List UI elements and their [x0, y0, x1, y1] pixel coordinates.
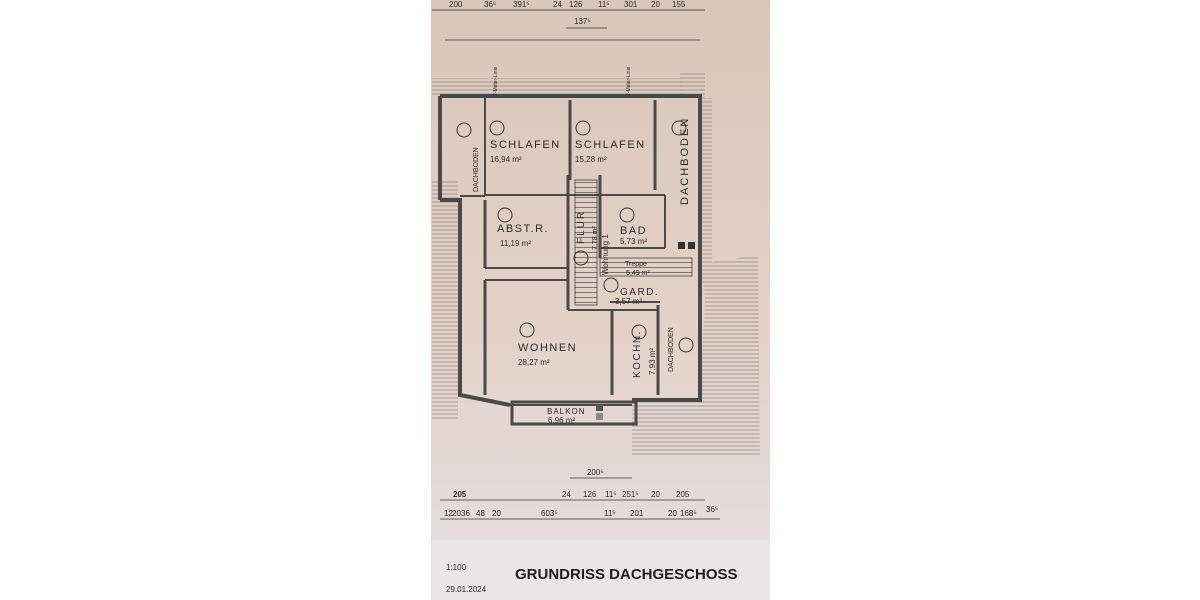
- roof-hatching: [432, 72, 760, 455]
- balcony: [510, 400, 638, 426]
- dim-bottom-19: 36⁵: [706, 505, 718, 514]
- dim-bottom-6: 251⁵: [622, 490, 639, 499]
- room-name-dachboden-right: DACHBODEN: [679, 117, 691, 205]
- dim-bottom-15: 11⁵: [604, 509, 616, 518]
- room-area-schlafen-right: 15,28 m²: [575, 155, 607, 164]
- stair-landing: [599, 257, 693, 277]
- room-area-balkon: 6,96 m²: [548, 416, 575, 425]
- dim-bottom-11: 36: [461, 509, 470, 518]
- meter-line-label-right: 2-Meter-Linie: [626, 66, 632, 96]
- room-area-wohnen: 28,27 m²: [518, 358, 550, 367]
- dim-bottom-12: 48: [476, 509, 485, 518]
- date-label: 29.01.2024: [446, 585, 487, 594]
- room-name-gard: GARD.: [620, 287, 659, 298]
- dim-bottom-18: 168⁵: [680, 509, 697, 518]
- dim-bottom-2: 205: [453, 490, 467, 499]
- stair-flight: [574, 179, 598, 306]
- room-name-schlafen-left: SCHLAFEN: [490, 139, 561, 151]
- dim-bottom-3: 24: [562, 490, 571, 499]
- balcony-marker: [596, 404, 603, 411]
- paper-bottom-band: [431, 540, 770, 600]
- dim-top-9: 155: [672, 0, 686, 9]
- page-title: GRUNDRISS DACHGESCHOSS: [515, 566, 738, 583]
- dim-top-2: 36⁵: [484, 0, 496, 9]
- room-area-flur: 7,78 m²: [592, 226, 599, 250]
- top-dimension-lines: [432, 9, 705, 41]
- room-name-balkon: BALKON: [547, 407, 585, 416]
- bottom-dimension-lines: [440, 477, 720, 520]
- dim-top-4: 24: [553, 0, 562, 9]
- dim-bottom-10: 20: [452, 509, 461, 518]
- room-area-treppe: 5,49 m²: [626, 270, 650, 277]
- dim-bottom-1: 200⁵: [587, 468, 604, 477]
- walls: [438, 94, 702, 407]
- dim-bottom-8: 205: [676, 490, 690, 499]
- room-name-treppe: Treppe: [625, 261, 647, 268]
- balcony-marker: [596, 413, 603, 420]
- room-name-dachboden-left: DACHBODEN: [473, 147, 480, 192]
- dim-top-5: 126: [569, 0, 583, 9]
- dim-bottom-14: 603⁵: [541, 509, 558, 518]
- dim-top-8: 20: [651, 0, 660, 9]
- room-name-abstr: ABST.R.: [497, 223, 549, 235]
- dim-bottom-5: 11⁵: [605, 490, 617, 499]
- room-area-kochn: 7,93 m²: [648, 348, 657, 375]
- chimney-square: [678, 242, 685, 249]
- meter-line-label-left: 2-Meter-Linie: [493, 66, 499, 96]
- scale-label: 1:100: [446, 563, 467, 572]
- room-name-bad: BAD: [620, 225, 647, 237]
- room-name-schlafen-right: SCHLAFEN: [575, 139, 646, 151]
- dim-top-7: 301: [624, 0, 638, 9]
- room-area-schlafen-left: 16,94 m²: [490, 155, 522, 164]
- room-markers: [456, 120, 694, 353]
- dim-top-10: 137⁵: [574, 17, 591, 26]
- dim-bottom-9: 12: [444, 509, 453, 518]
- wohnung-label: Wohnung 1: [601, 234, 610, 275]
- room-area-abstr: 11,19 m²: [500, 239, 531, 248]
- dim-top-3: 391⁵: [513, 0, 530, 9]
- room-name-kochn: KOCHN.: [632, 330, 643, 378]
- room-name-dachboden-kitchen: DACHBODEN: [668, 327, 675, 372]
- room-name-wohnen: WOHNEN: [518, 342, 577, 354]
- dim-top-6: 11⁵: [598, 0, 610, 9]
- room-name-flur: FLUR: [576, 210, 587, 244]
- dim-bottom-17: 20: [668, 509, 677, 518]
- dim-bottom-16: 201: [630, 509, 644, 518]
- dim-bottom-4: 126: [583, 490, 597, 499]
- dim-bottom-7: 20: [651, 490, 660, 499]
- dim-bottom-13: 20: [492, 509, 501, 518]
- dim-top-1: 200: [449, 0, 463, 9]
- room-area-gard: 3,57 m²: [615, 297, 642, 306]
- chimney-square: [688, 242, 695, 249]
- room-area-bad: 5,73 m²: [620, 237, 647, 246]
